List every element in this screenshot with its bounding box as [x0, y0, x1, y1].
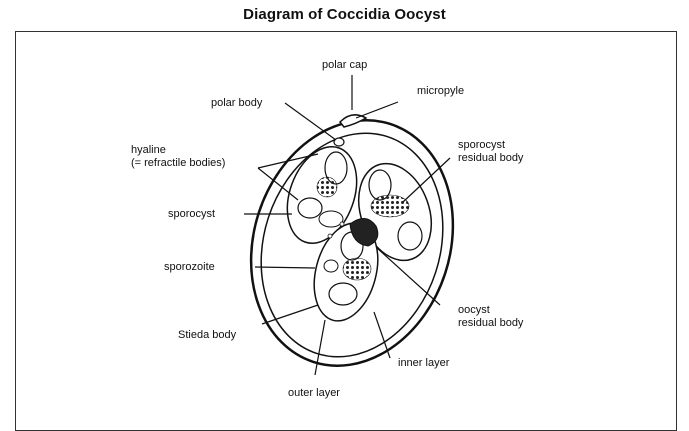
- label-refractile-bodies: (= refractile bodies): [131, 157, 225, 170]
- label-polar-body: polar body: [211, 97, 262, 110]
- label-oocyst-residual-2: residual body: [458, 317, 523, 330]
- polar-cap: [340, 115, 366, 127]
- label-sporocyst-residual-1: sporocyst: [458, 139, 505, 152]
- label-hyaline: hyaline: [131, 144, 166, 157]
- label-sporocyst-residual-2: residual body: [458, 152, 523, 165]
- label-oocyst-residual-1: oocyst: [458, 304, 490, 317]
- label-inner-layer: inner layer: [398, 357, 449, 370]
- label-stieda-body: Stieda body: [178, 329, 236, 342]
- label-outer-layer: outer layer: [288, 387, 340, 400]
- label-micropyle: micropyle: [417, 85, 464, 98]
- micropyle-pointer: [356, 102, 398, 118]
- label-sporozoite: sporozoite: [164, 261, 215, 274]
- label-polar-cap: polar cap: [322, 59, 367, 72]
- label-sporocyst: sporocyst: [168, 208, 215, 221]
